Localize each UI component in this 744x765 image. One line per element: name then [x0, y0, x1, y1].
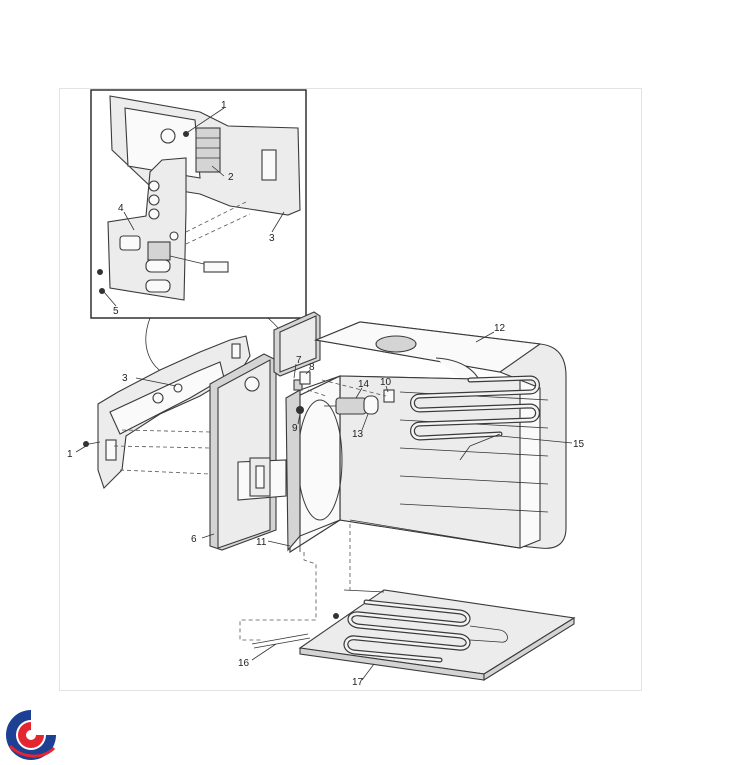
callout-10: 10: [380, 377, 392, 388]
leader-9: [297, 413, 301, 425]
front-frame: [285, 375, 341, 552]
hinge-bracket: [237, 457, 287, 501]
alignment-line: [239, 552, 317, 641]
leader-5: [103, 291, 117, 307]
brand-swirl-logo-icon: [4, 708, 58, 762]
callout-2: 2: [228, 172, 234, 183]
callout-15: 15: [573, 439, 585, 450]
leader-1-main: [75, 445, 87, 453]
callout-11: 11: [256, 537, 267, 548]
callout-6: 6: [191, 534, 197, 545]
top-insulation-block: [273, 311, 321, 377]
detail-inset: 1 2 3 4 5: [90, 89, 307, 379]
leader-14: [355, 387, 363, 399]
screw-icon: [83, 441, 89, 447]
leader-12: [475, 331, 495, 343]
bottom-element-bracket: [251, 633, 311, 649]
leader-3: [271, 211, 285, 233]
bracket-slot: [261, 149, 277, 181]
plate-slot: [119, 235, 141, 251]
alignment-line: [307, 389, 327, 397]
alignment-line: [321, 379, 387, 397]
callout-4: 4: [118, 203, 124, 214]
screw-shaft: [88, 441, 101, 445]
terminal-block: [195, 127, 221, 173]
callout-3-inset: 3: [269, 233, 275, 244]
lamp-holder: [324, 395, 379, 415]
callout-16: 16: [238, 658, 250, 669]
plate-slot: [145, 279, 171, 293]
oven-outer-wrap: [314, 321, 567, 549]
callout-5: 5: [113, 306, 119, 317]
leader-3-main: [135, 377, 177, 387]
leader-10: [385, 385, 389, 393]
leader-6: [201, 533, 215, 539]
leader-7: [293, 363, 297, 379]
callout-8: 8: [309, 362, 315, 373]
clip-7: [293, 379, 303, 391]
callout-12: 12: [494, 323, 506, 334]
alignment-line: [119, 469, 211, 475]
leader-2: [211, 165, 225, 177]
clip-8: [299, 371, 311, 385]
logo-red-swoosh: [8, 744, 56, 758]
leader-8: [305, 369, 311, 375]
callout-9: 9: [292, 423, 298, 434]
leader-16: [251, 643, 277, 661]
leader-13: [361, 413, 369, 431]
plate-slot: [145, 259, 171, 273]
logo-red-arc: [18, 722, 44, 748]
alignment-line: [113, 445, 211, 449]
callout-7: 7: [296, 355, 302, 366]
plate-holes: [148, 180, 179, 241]
callout-1-inset: 1: [221, 100, 227, 111]
screw-icon: [296, 406, 304, 414]
grill-element: [410, 375, 540, 461]
callout-14: 14: [358, 379, 370, 390]
alignment-line: [121, 429, 211, 433]
bracket-hole: [160, 128, 176, 144]
lamp-clip: [383, 389, 395, 403]
callout-17: 17: [352, 677, 364, 688]
callout-3-main: 3: [122, 373, 128, 384]
logo-blue-arc: [6, 710, 56, 760]
oven-base-plate: [298, 589, 576, 681]
alignment-line: [185, 213, 251, 245]
leader-1: [187, 107, 225, 133]
leader-11: [267, 540, 291, 547]
leader-15: [499, 435, 573, 444]
thermostat-switch: [147, 241, 229, 273]
callout-1-main: 1: [67, 449, 73, 460]
leader-17: [361, 663, 375, 681]
oven-cavity: [289, 375, 549, 554]
callout-13: 13: [352, 429, 364, 440]
screw-icon: [97, 131, 189, 294]
leader-4: [123, 211, 135, 231]
insulation-panel: [209, 353, 277, 551]
